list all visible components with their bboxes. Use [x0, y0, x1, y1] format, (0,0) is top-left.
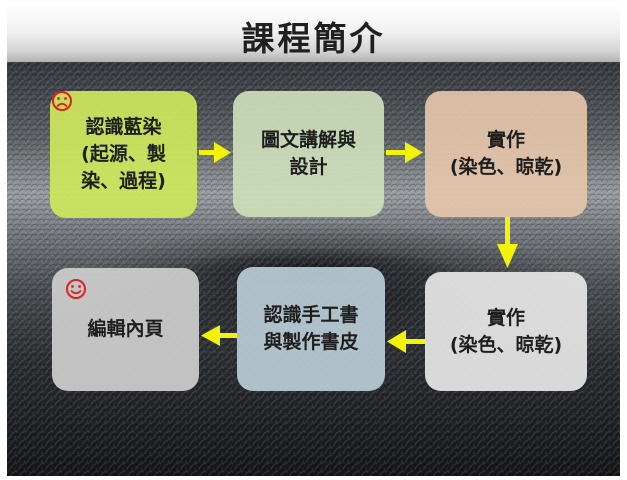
arrow-icon	[387, 330, 425, 353]
smiley-face-icon	[66, 279, 86, 299]
arrow-icon	[199, 142, 231, 163]
step-5-line-2: 與製作書皮	[263, 331, 359, 353]
step-1-line-1: 認識藍染	[85, 116, 162, 138]
slide-title: 課程簡介	[241, 19, 386, 58]
step-1-line-2: (起源、製	[81, 143, 166, 165]
step-5-line-1: 認識手工書	[263, 304, 359, 326]
step-card-1: 認識藍染 (起源、製 染、過程)	[50, 91, 197, 218]
arrow-icon	[201, 325, 237, 346]
step-3-line-1: 實作	[486, 129, 525, 151]
arrow-icon	[386, 142, 423, 163]
step-4-line-1: 實作	[486, 306, 525, 329]
step-2-line-1: 圖文講解與	[260, 129, 356, 151]
step-card-3: 實作 (染色、晾乾)	[425, 91, 587, 217]
step-4-line-2: (染色、晾乾)	[449, 333, 563, 356]
flow-arrows	[199, 142, 518, 353]
step-3-line-2: (染色、晾乾)	[449, 156, 563, 178]
step-6-line-1: 編輯內頁	[87, 318, 164, 340]
step-2-line-2: 設計	[289, 156, 328, 178]
step-card-4: 實作 (染色、晾乾)	[425, 272, 587, 391]
slide: 課程簡介	[7, 6, 620, 476]
step-1-line-3: 染、過程)	[81, 170, 166, 192]
step-card-5: 認識手工書 與製作書皮	[237, 267, 385, 391]
sad-face-icon	[52, 91, 72, 111]
title-band: 課程簡介	[7, 6, 620, 62]
step-card-2: 圖文講解與 設計	[233, 91, 384, 217]
arrow-icon	[497, 217, 518, 268]
step-card-6: 編輯內頁	[52, 268, 199, 391]
